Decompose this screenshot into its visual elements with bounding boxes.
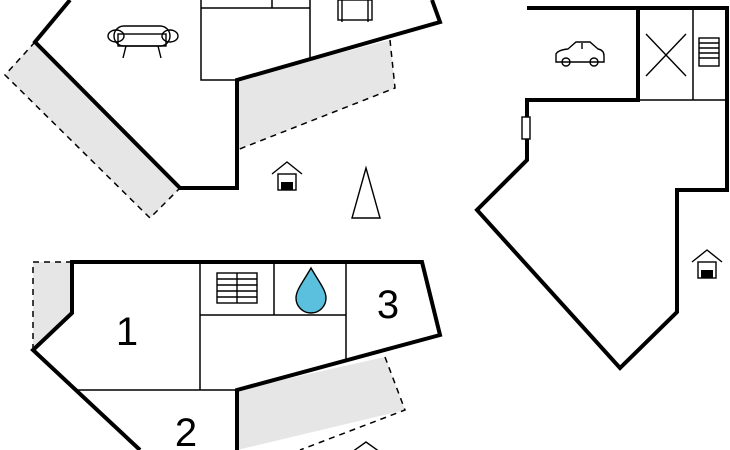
terrace-left [5, 42, 180, 218]
room-2-label: 2 [175, 411, 197, 450]
car-icon [555, 41, 605, 67]
dining-table-icon [337, 0, 373, 22]
building-bottom-left: 1 2 3 [30, 260, 443, 450]
cross-icon [645, 33, 687, 77]
entrance-icon-bottom [353, 441, 379, 450]
radiator-icon [216, 272, 258, 304]
wall-top-left [32, 0, 443, 190]
room-3-label: 3 [377, 283, 399, 327]
wall-top-right [474, 6, 729, 371]
entrance-icon-right [691, 249, 723, 279]
terrace-bottom-right [237, 357, 405, 450]
north-arrow-icon [351, 165, 381, 219]
water-drop-icon [295, 266, 327, 314]
sofa-icon [107, 25, 179, 59]
terrace-bottom-left [33, 262, 72, 350]
door-icon [521, 116, 531, 140]
wall-bottom-left [30, 260, 443, 450]
entrance-icon-center [271, 161, 303, 191]
room-1-label: 1 [116, 310, 138, 354]
storage-icon [698, 37, 720, 67]
building-top-left [3, 0, 443, 220]
terrace-right [237, 40, 395, 150]
building-top-right [474, 6, 729, 371]
